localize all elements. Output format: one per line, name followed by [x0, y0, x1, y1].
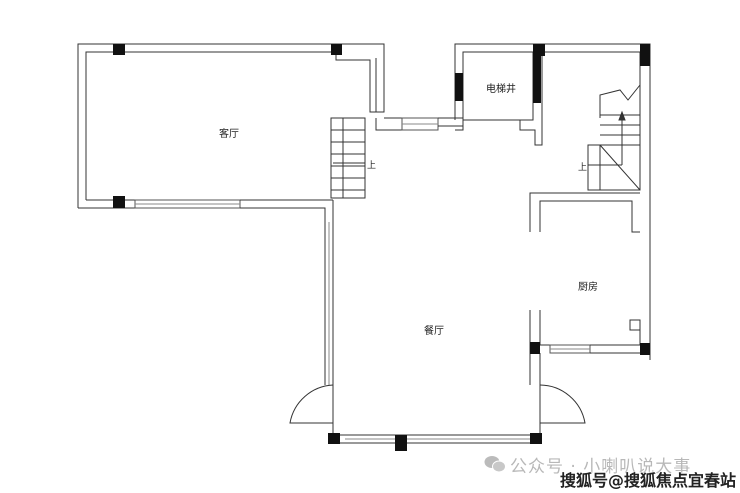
elevator-shaft-label: 电梯井: [486, 84, 516, 95]
dining-room-label: 餐厅: [424, 326, 444, 337]
wechat-watermark: 公众号 · 小喇叭说大事: [510, 457, 692, 477]
wechat-icon: [484, 456, 506, 473]
sohu-watermark: 搜狐号@搜狐焦点宜春站: [560, 471, 737, 490]
corridor-walls: [375, 117, 464, 131]
stairs-up-label-right: 上: [578, 163, 588, 173]
living-room-walls: [77, 43, 385, 385]
stairs-up-label-left: 上: [367, 161, 377, 171]
kitchen-walls: [529, 192, 650, 385]
living-stairs: [330, 117, 366, 199]
living-room-label: 客厅: [219, 129, 239, 140]
kitchen-label: 厨房: [578, 282, 598, 293]
structural-columns: [113, 44, 650, 451]
right-stairs: [587, 84, 641, 191]
